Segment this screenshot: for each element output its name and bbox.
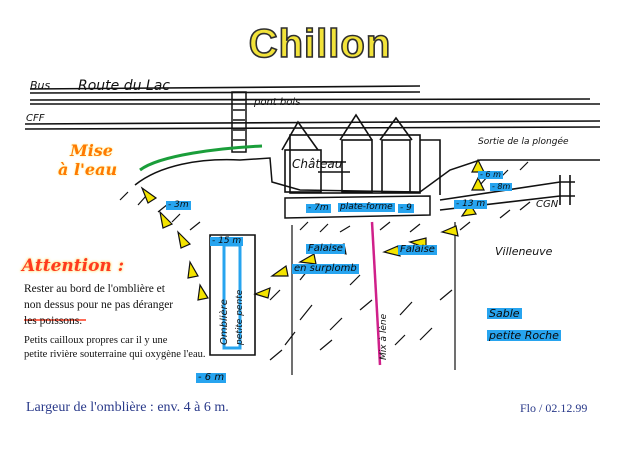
attention-line-2: non dessus pour ne pas déranger: [24, 299, 174, 312]
bus-label: Bus: [30, 79, 51, 92]
footer-largeur: Largeur de l'omblière : env. 4 à 6 m.: [26, 400, 229, 415]
magenta-line: [370, 221, 382, 366]
petite-pente-label: petite pente: [235, 289, 245, 345]
depth-3m-label: - 3m: [166, 200, 191, 210]
attention-line-4: Petits cailloux propres car il y une: [24, 335, 168, 346]
platform-outline: [284, 195, 431, 219]
road-lines: [24, 85, 601, 130]
pont-bois-label: pont bois: [254, 97, 301, 108]
falaise-label-2: Falaise: [398, 244, 437, 255]
attention-heading: Attention :: [22, 256, 124, 276]
cff-label: CFF: [26, 113, 45, 124]
depth-8m-label: - 8m: [490, 182, 513, 191]
wooden-bridge: [231, 91, 247, 153]
falaise-label-1: Falaise: [306, 243, 345, 254]
depth-9m-label: - 9: [398, 203, 414, 213]
dive-route-arrows: [140, 158, 485, 301]
attention-line-2-rest: pour ne pas déranger: [74, 299, 174, 311]
green-path: [139, 144, 263, 172]
attention-line-5: petite rivière souterraine qui oxygène l…: [24, 349, 206, 360]
ombliere-label: Omblière: [219, 299, 230, 345]
depth-13m-label: - 13 m: [454, 199, 488, 209]
sortie-label: Sortie de la plongée: [478, 137, 569, 147]
cgn-label: CGN: [536, 199, 559, 210]
attention-line-3: les poissons.: [24, 315, 83, 327]
depth-7m-label: - 7m: [306, 203, 331, 213]
depth-6m-bottom-label: - 6 m: [196, 372, 227, 383]
ombliere-outline: [209, 234, 256, 356]
attention-line-1: Rester au bord de l'omblière et: [24, 283, 165, 295]
villeneuve-label: Villeneuve: [495, 245, 553, 258]
en-surplomb-label: en surplomb: [292, 263, 359, 274]
slope-hatching: [119, 161, 531, 361]
footer-signature: Flo / 02.12.99: [520, 401, 588, 415]
petite-roche-label: petite Roche: [487, 329, 561, 342]
mix-a-lene-label: Mix à lène: [379, 313, 389, 360]
sable-label: Sable: [487, 307, 522, 320]
chateau-label: Château: [292, 157, 343, 171]
route-label: Route du Lac: [78, 78, 171, 94]
shore-line: [134, 157, 600, 193]
mise-a-l-eau-label-2: à l'eau: [58, 160, 118, 179]
depth-15m-label: - 15 m: [210, 236, 244, 246]
attention-emphasis: non dessus: [24, 299, 75, 311]
castle-drawing: [281, 113, 441, 195]
depth-6m-label: - 6 m: [478, 170, 503, 179]
mise-a-l-eau-label-1: Mise: [70, 141, 113, 160]
page-title: Chillon: [248, 22, 392, 66]
plate-forme-label: plate-forme: [338, 202, 395, 212]
